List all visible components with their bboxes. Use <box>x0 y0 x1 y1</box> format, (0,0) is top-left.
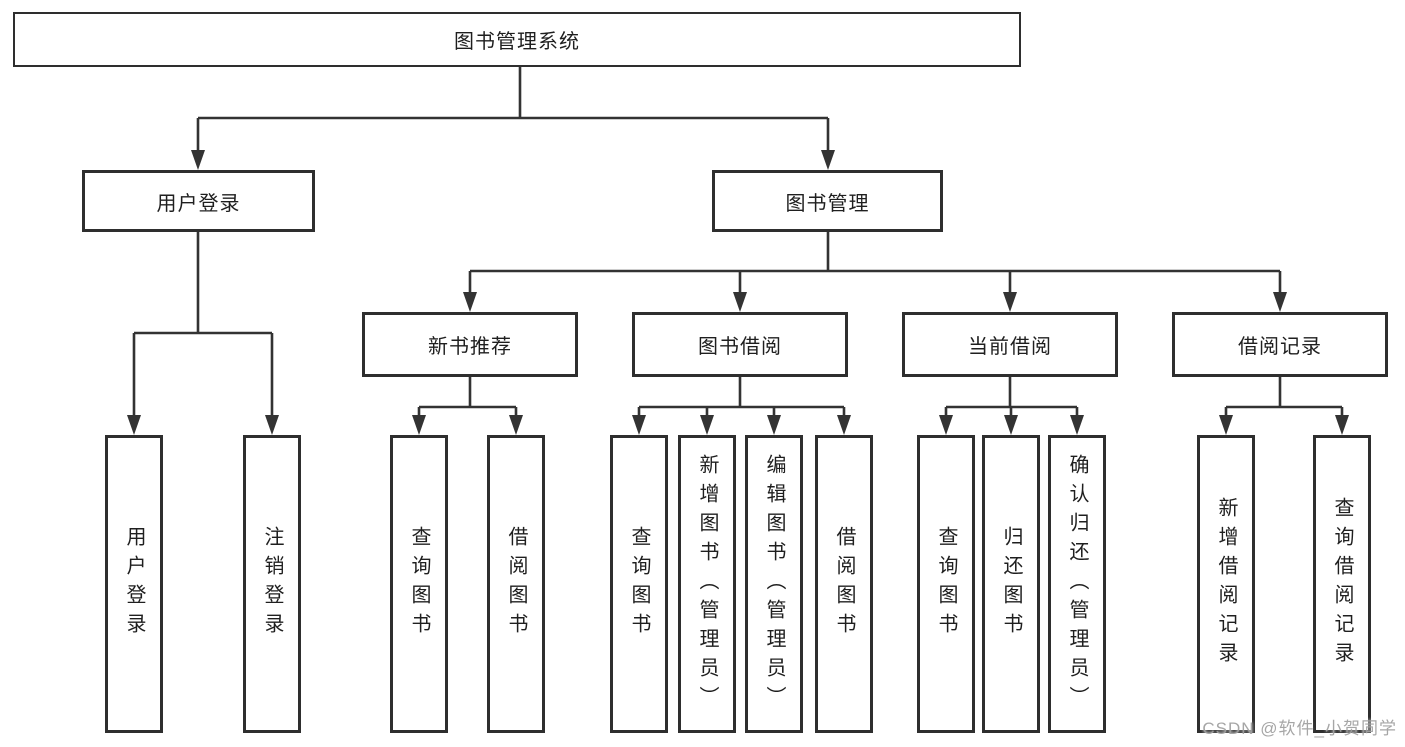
leaf-box-borrow-books-2: 借阅图书 <box>815 435 873 733</box>
leaf-box-edit-books-admin: 编辑图书（管理员） <box>745 435 803 733</box>
branch-box-current-borrowing: 当前借阅 <box>902 312 1118 377</box>
leaf-label: 查询借阅记录 <box>1331 497 1353 671</box>
leaf-box-user-login: 用户登录 <box>105 435 163 733</box>
arrowheads <box>127 150 1349 435</box>
leaf-label: 归还图书 <box>1000 526 1022 642</box>
leaf-box-logout: 注销登录 <box>243 435 301 733</box>
root-label: 图书管理系统 <box>454 31 580 53</box>
leaf-label: 确认归还（管理员） <box>1066 453 1088 715</box>
branch-box-borrowing-records: 借阅记录 <box>1172 312 1388 377</box>
branch-label: 用户登录 <box>156 192 241 215</box>
leaf-box-query-books-3: 查询图书 <box>917 435 975 733</box>
leaf-label: 新增借阅记录 <box>1215 497 1237 671</box>
branch-label: 图书管理 <box>785 192 870 215</box>
branch-box-new-book-recommendation: 新书推荐 <box>362 312 578 377</box>
leaf-label: 查询图书 <box>408 526 430 642</box>
leaf-label: 查询图书 <box>628 526 650 642</box>
branch-label: 图书借阅 <box>698 336 782 358</box>
leaf-label: 编辑图书（管理员） <box>763 453 785 715</box>
branch-box-book-management: 图书管理 <box>712 170 943 232</box>
leaf-label: 用户登录 <box>123 526 145 642</box>
leaf-label: 新增图书（管理员） <box>696 453 718 715</box>
leaf-box-add-borrow-record: 新增借阅记录 <box>1197 435 1255 733</box>
leaf-box-query-borrow-record: 查询借阅记录 <box>1313 435 1371 733</box>
leaf-box-borrow-books-1: 借阅图书 <box>487 435 545 733</box>
leaf-box-add-books-admin: 新增图书（管理员） <box>678 435 736 733</box>
csdn-watermark: CSDN @软件_小贺同学 <box>1202 719 1397 738</box>
branch-box-book-borrowing: 图书借阅 <box>632 312 848 377</box>
leaf-box-confirm-return-admin: 确认归还（管理员） <box>1048 435 1106 733</box>
branch-label: 当前借阅 <box>968 336 1052 358</box>
leaf-label: 查询图书 <box>935 526 957 642</box>
branch-label: 借阅记录 <box>1238 336 1322 358</box>
leaf-box-query-books-2: 查询图书 <box>610 435 668 733</box>
branch-label: 新书推荐 <box>428 336 512 358</box>
leaf-label: 借阅图书 <box>505 526 527 642</box>
leaf-label: 借阅图书 <box>833 526 855 642</box>
leaf-label: 注销登录 <box>261 526 283 642</box>
branch-box-user-login: 用户登录 <box>82 170 315 232</box>
root-box-library-management-system: 图书管理系统 <box>13 12 1021 67</box>
leaf-box-return-books: 归还图书 <box>982 435 1040 733</box>
leaf-box-query-books-1: 查询图书 <box>390 435 448 733</box>
